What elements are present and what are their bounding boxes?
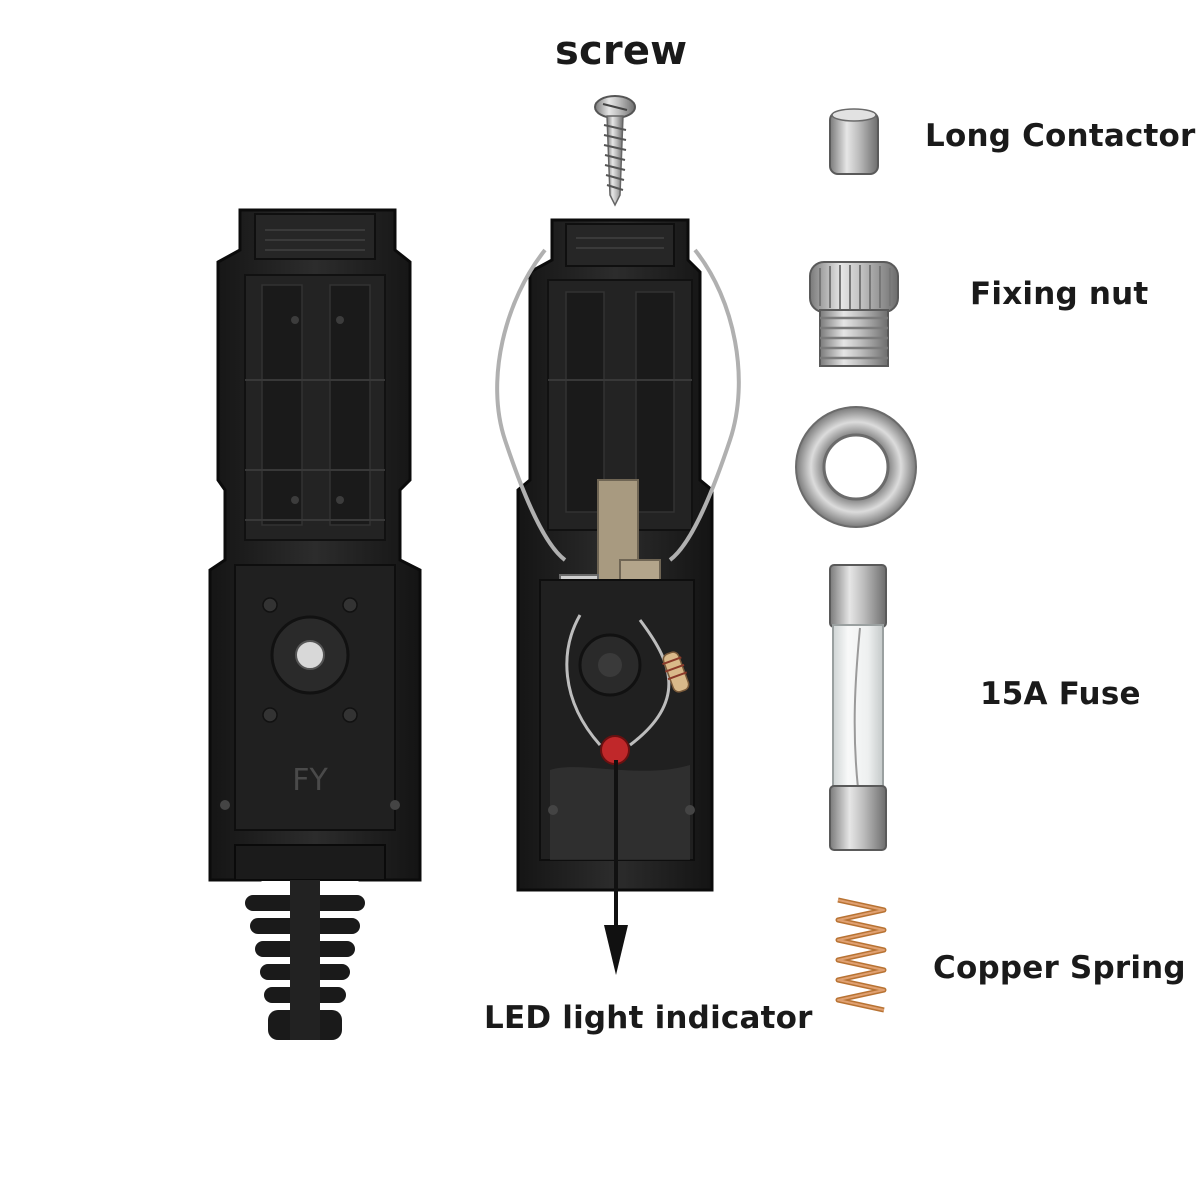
long-contactor-label: Long Contactor (925, 118, 1196, 154)
fuse-label: 15A Fuse (980, 676, 1141, 712)
housing-marking: FY (292, 763, 328, 798)
washer-part (795, 406, 917, 528)
fuse-part (829, 564, 887, 851)
fixing-nut-label: Fixing nut (970, 276, 1149, 312)
strain-relief (245, 880, 365, 1040)
long-contactor-part (829, 108, 879, 175)
copper-spring-label: Copper Spring (933, 950, 1186, 986)
led-indicator-label: LED light indicator (484, 1000, 813, 1036)
middle-housing (495, 218, 741, 892)
left-housing: FY (208, 208, 422, 1040)
fixing-nut-part (809, 261, 899, 367)
led-bulb (600, 735, 630, 765)
copper-spring-part (835, 897, 887, 1013)
screw-part (594, 95, 636, 207)
led-pointer-arrow (604, 760, 628, 975)
screw-label: screw (555, 28, 688, 74)
